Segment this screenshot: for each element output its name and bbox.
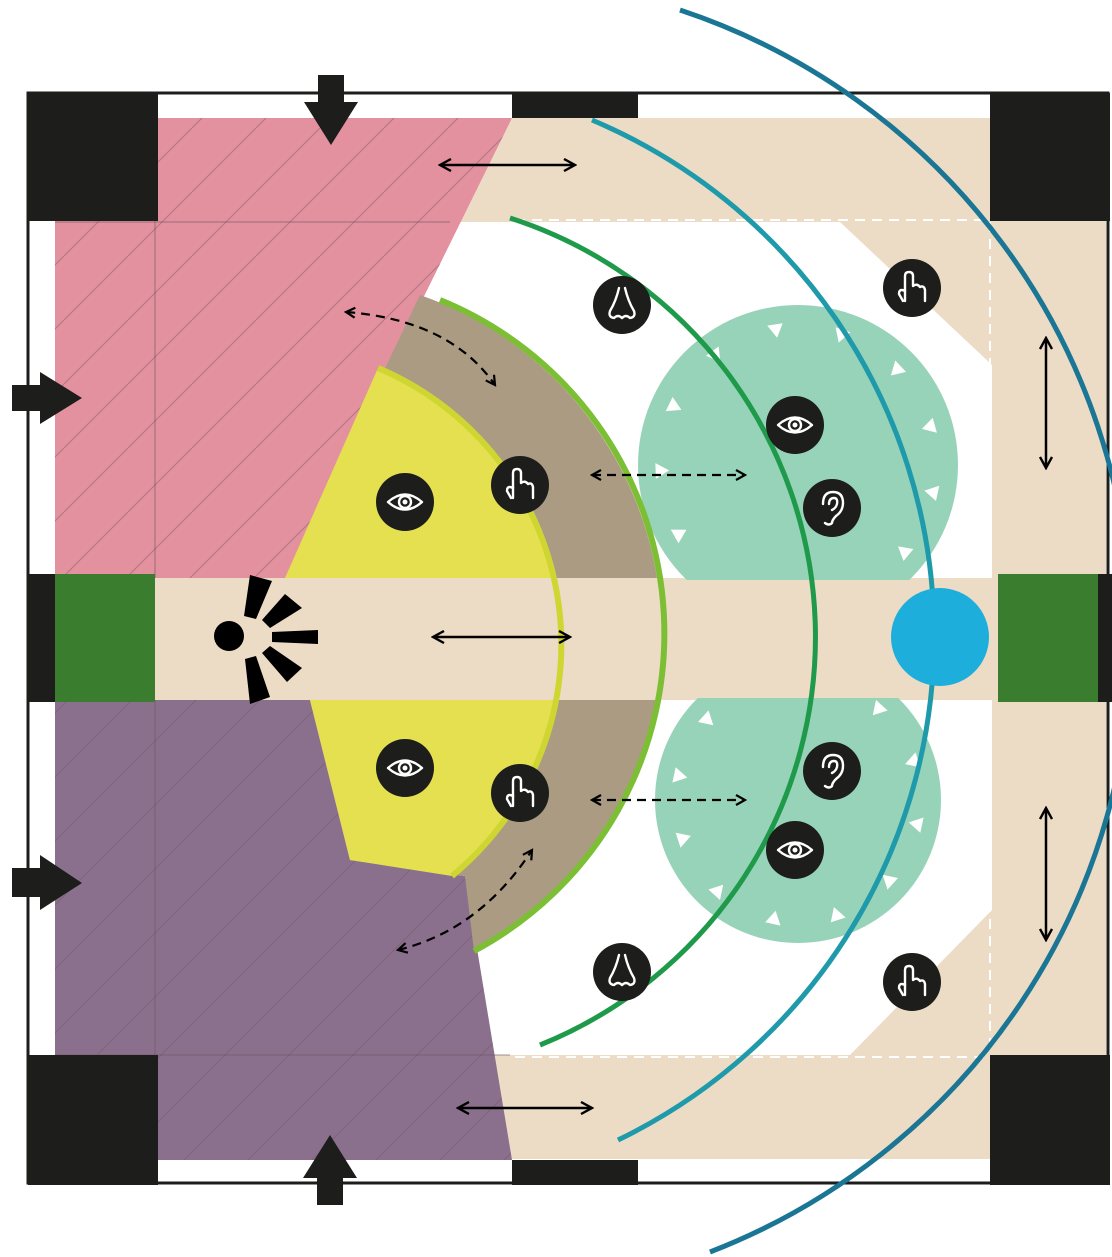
pillar-top-right	[990, 93, 1110, 221]
green-block-right	[998, 574, 1098, 702]
triangle-markers	[655, 323, 940, 926]
triangle-marker	[921, 417, 937, 433]
touch-hand-icon	[883, 259, 941, 317]
triangle-marker	[675, 832, 691, 848]
triangle-marker	[872, 700, 888, 716]
triangle-marker	[665, 397, 682, 412]
pillar-bottom-right	[990, 1055, 1110, 1185]
triangle-marker	[890, 360, 906, 376]
nose-icon	[593, 276, 651, 334]
lintel-top	[512, 93, 638, 118]
ear-icon	[803, 479, 861, 537]
pillar-bottom-left	[28, 1055, 158, 1185]
triangle-marker	[905, 752, 921, 768]
sun-rays-icon	[214, 575, 318, 704]
entry-arrow-icon	[303, 1135, 357, 1205]
entry-arrow-icon	[12, 855, 82, 910]
pink-zone-hatch	[55, 118, 512, 578]
mint-circle-top	[638, 305, 958, 625]
triangle-marker	[698, 710, 714, 726]
triangle-marker	[708, 884, 724, 900]
triangle-marker	[882, 874, 898, 890]
triangle-marker	[898, 546, 914, 561]
touch-hand-icon	[491, 456, 549, 514]
eye-icon	[766, 396, 824, 454]
dashed-double-arrow-icon	[398, 850, 532, 950]
eye-icon	[766, 821, 824, 879]
dashed-double-arrow-icon	[346, 312, 495, 385]
black-edge-left	[28, 574, 58, 702]
light-green-arc	[438, 297, 668, 954]
eye-icon	[376, 739, 434, 797]
ear-icon	[803, 742, 861, 800]
triangle-marker	[908, 817, 924, 833]
nose-icon	[593, 943, 651, 1001]
triangle-marker	[765, 910, 781, 926]
mint-circle-bottom	[655, 657, 941, 943]
triangle-marker	[924, 485, 940, 501]
triangle-marker	[672, 767, 688, 783]
eye-icon	[376, 473, 434, 531]
lintel-bottom	[512, 1160, 638, 1185]
sense-icons	[376, 259, 941, 1011]
dark-green-arc	[509, 215, 818, 1048]
entry-arrow-icon	[12, 372, 82, 424]
triangle-marker	[670, 529, 687, 544]
triangle-marker	[767, 323, 783, 338]
touch-hand-icon	[883, 953, 941, 1011]
purple-zone-hatch	[55, 700, 512, 1160]
green-block-left	[55, 574, 155, 702]
entry-arrow-icon	[304, 75, 358, 145]
blue-arc	[679, 7, 1112, 1255]
blue-dot	[891, 588, 989, 686]
pillar-top-left	[28, 93, 158, 221]
black-edge-right	[1098, 574, 1112, 702]
touch-hand-icon	[491, 764, 549, 822]
triangle-marker	[830, 907, 846, 923]
